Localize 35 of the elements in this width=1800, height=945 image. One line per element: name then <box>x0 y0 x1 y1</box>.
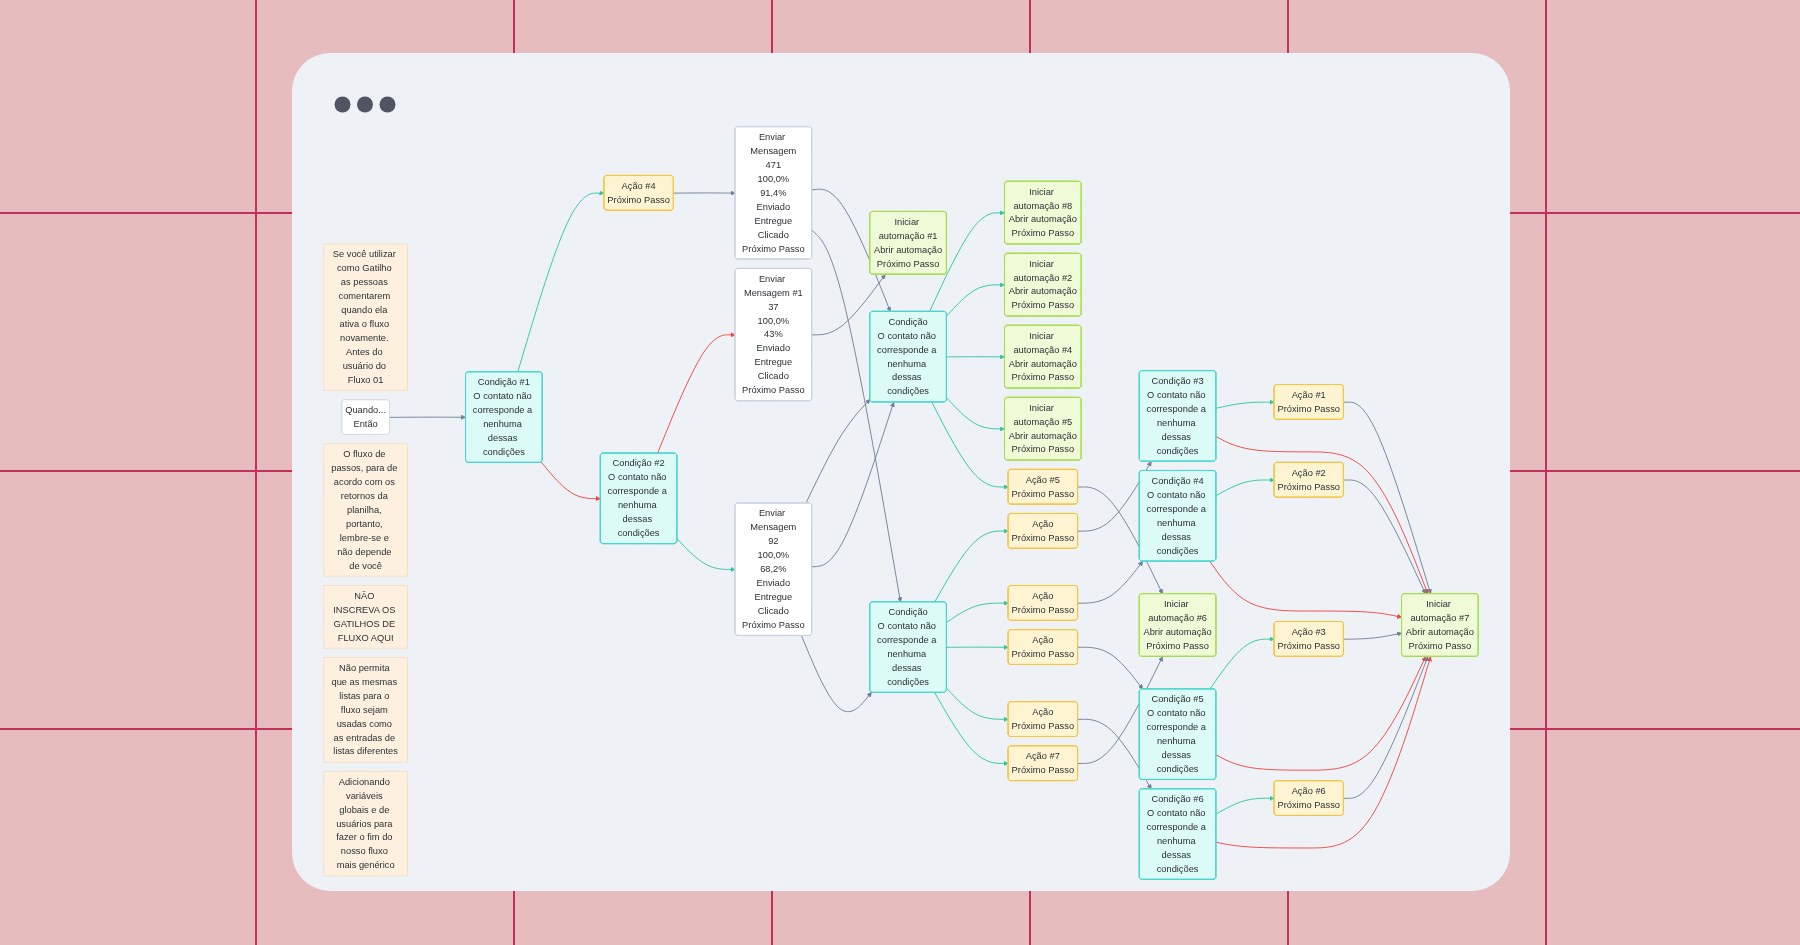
action-card: Ação #2 Próximo Passo <box>1273 461 1344 498</box>
action-card: Ação Próximo Passo <box>1007 513 1078 549</box>
automation-card: Iniciar automação #5 Abrir automação Próximo Passo <box>1004 396 1082 461</box>
condition-card: Condição #4 O contato não corresponde a nenhuma dessas condições <box>1138 470 1217 562</box>
action-card: Ação #7 Próximo Passo <box>1007 745 1078 782</box>
action-card: Ação Próximo Passo <box>1007 629 1078 665</box>
condition-card: Condição O contato não corresponde a nenhuma dessas condições <box>869 601 947 693</box>
note-card: Adicionando variáveis globais e de usuários para fazer o fim do nosso fluxo mais genérico <box>323 770 408 877</box>
action-card: Ação #4 Próximo Passo <box>603 175 674 211</box>
condition-card: Condição #2 O contato não corresponde a nenhuma dessas condições <box>599 452 678 545</box>
automation-card: Iniciar automação #8 Abrir automação Próximo Passo <box>1004 180 1082 245</box>
message-card: Enviar Mensagem 92 100,0% 68,2% Enviado Entregue Clicado Próximo Passo <box>734 502 813 636</box>
action-card: Ação #3 Próximo Passo <box>1273 621 1344 657</box>
note-card: O fluxo de passos, para de acordo com os retornos da planilha, portanto, lembre-se e não depende de você <box>323 443 408 577</box>
condition-card: Condição #3 O contato não corresponde a nenhuma dessas condições <box>1138 370 1217 462</box>
automation-card: Iniciar automação #6 Abrir automação Próximo Passo <box>1138 593 1217 657</box>
automation-card: Iniciar automação #2 Abrir automação Próximo Passo <box>1004 252 1082 317</box>
automation-card: Iniciar automação #1 Abrir automação Próximo Passo <box>869 211 947 275</box>
automation-card: Iniciar automação #4 Abrir automação Próximo Passo <box>1004 324 1082 389</box>
note-card: NÃO INSCREVA OS GATILHOS DE FLUXO AQUI <box>323 585 408 649</box>
condition-card: Condição O contato não corresponde a nenhuma dessas condições <box>869 310 947 403</box>
message-card: Enviar Mensagem #1 37 100,0% 43% Enviado Entregue Clicado Próximo Passo <box>734 267 813 402</box>
note-card: Se você utilizar como Gatilho as pessoas comentarem quando ela ativa o fluxo novamente. Antes do usuário do Fluxo 01 <box>323 243 408 391</box>
condition-card: Condição #6 O contato não corresponde a nenhuma dessas condições <box>1138 788 1217 880</box>
trigger-card: Quando... Então <box>341 399 390 435</box>
action-card: Ação Próximo Passo <box>1007 585 1078 621</box>
automation-card: Iniciar automação #7 Abrir automação Próximo Passo <box>1401 593 1479 657</box>
action-card: Ação #1 Próximo Passo <box>1273 384 1344 420</box>
condition-card: Condição #5 O contato não corresponde a nenhuma dessas condições <box>1138 688 1217 780</box>
message-card: Enviar Mensagem 471 100,0% 91,4% Enviado Entregue Clicado Próximo Passo <box>734 126 813 260</box>
note-card: Não permita que as mesmas listas para o fluxo sejam usadas como as entradas de listas diferentes <box>323 657 408 763</box>
action-card: Ação #5 Próximo Passo <box>1007 468 1078 505</box>
action-card: Ação #6 Próximo Passo <box>1273 780 1344 816</box>
condition-card: Condição #1 O contato não corresponde a nenhuma dessas condições <box>465 371 543 463</box>
action-card: Ação Próximo Passo <box>1007 701 1078 737</box>
